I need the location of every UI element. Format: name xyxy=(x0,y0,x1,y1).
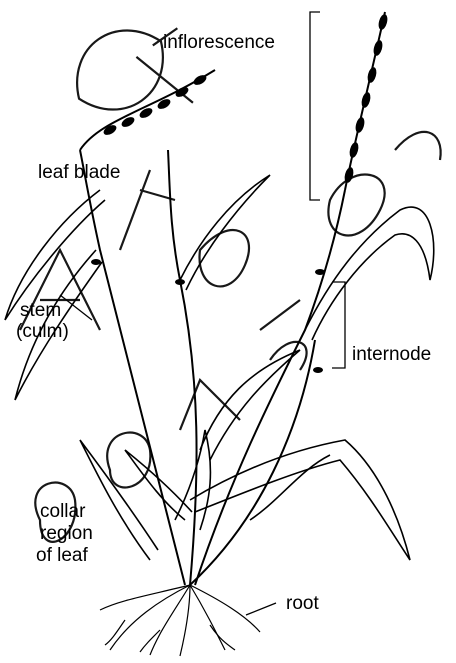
label-inflorescence: inflorescence xyxy=(163,32,275,53)
label-stem: stem xyxy=(20,300,61,321)
stem-right xyxy=(195,190,345,585)
inflorescence-bracket xyxy=(310,12,320,200)
label-internode: internode xyxy=(352,344,431,365)
roots xyxy=(100,585,260,656)
label-of-leaf: of leaf xyxy=(36,545,88,566)
root-leader xyxy=(246,603,276,615)
stem-center xyxy=(168,150,197,585)
inflorescence-left xyxy=(80,70,215,150)
label-leaf-blade: leaf blade xyxy=(38,162,120,183)
label-root: root xyxy=(286,593,319,614)
inflorescence-right xyxy=(343,12,389,190)
label-culm: (culm) xyxy=(16,321,69,342)
stems xyxy=(80,150,345,585)
watermark xyxy=(20,11,441,542)
label-region: region xyxy=(40,523,93,544)
label-collar: collar xyxy=(40,501,85,522)
